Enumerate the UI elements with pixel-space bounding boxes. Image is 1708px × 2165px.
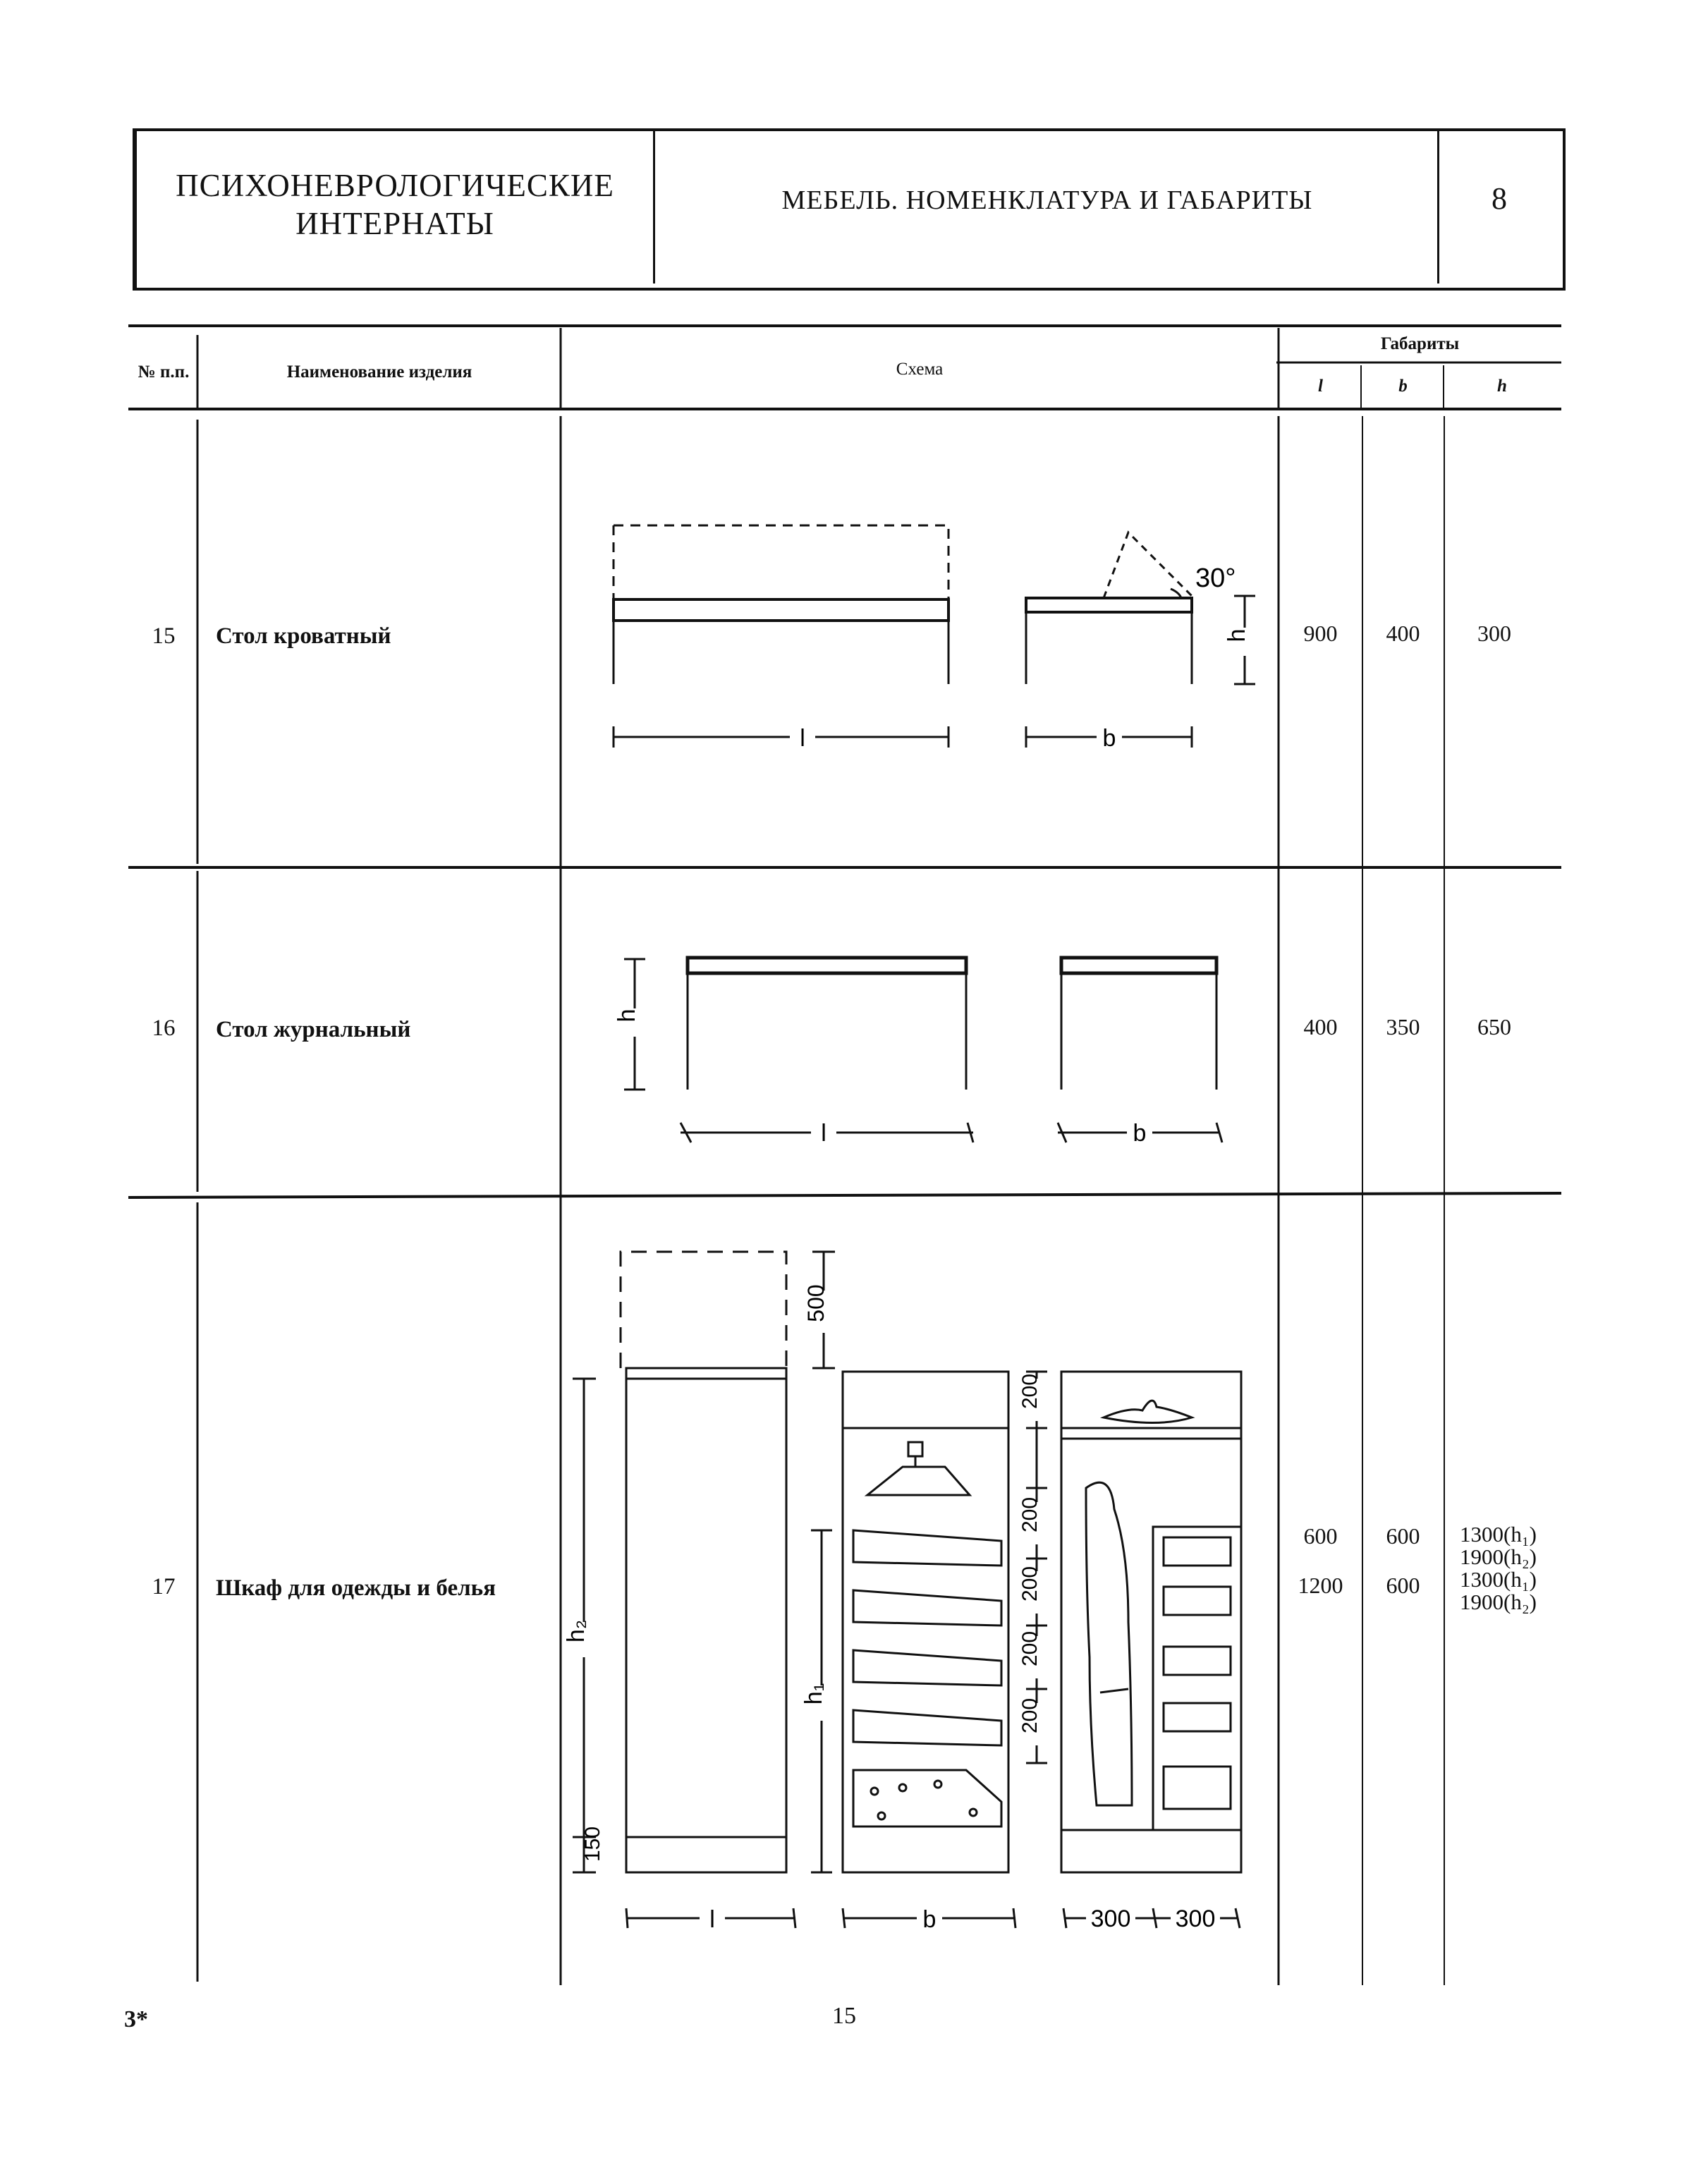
dim-150-label: 150: [581, 1826, 604, 1862]
row-17-l2: 1200: [1298, 1573, 1343, 1598]
dim-h2-label: h₂: [563, 1620, 590, 1642]
header-title: МЕБЕЛЬ. НОМЕНКЛАТУРА И ГАБАРИТЫ: [781, 185, 1313, 215]
signature-mark: 3*: [124, 2006, 148, 2032]
dim-h1-label: h₁: [800, 1683, 827, 1704]
header-box: [133, 128, 1566, 291]
row-17-name: Шкаф для одежды и белья: [216, 1575, 496, 1601]
row-17-h4: 1900(h₂): [1460, 1590, 1537, 1614]
dim-200-label: 200: [1018, 1698, 1042, 1733]
header-organization: ПСИХОНЕВРОЛОГИЧЕСКИЕ ИНТЕРНАТЫ: [141, 166, 649, 243]
header-col-b: b: [1398, 377, 1408, 396]
row-16-h: 650: [1477, 1014, 1511, 1039]
dim-l-label: l: [800, 725, 805, 752]
row-17-h1: 1300(h₁): [1460, 1522, 1537, 1547]
row-17-number: 17: [152, 1574, 176, 1599]
row-17-l1: 600: [1303, 1523, 1338, 1549]
dim-200-label: 200: [1018, 1374, 1042, 1409]
dim-200-label: 200: [1018, 1497, 1042, 1532]
header-col-dimensions: Габариты: [1380, 334, 1460, 353]
dim-h-label: h: [614, 1009, 640, 1023]
row-15-name: Стол кроватный: [216, 623, 391, 649]
dim-b-label: b: [1133, 1120, 1147, 1147]
row-17-b2: 600: [1386, 1573, 1420, 1598]
row-16-l: 400: [1303, 1014, 1338, 1039]
header-col-l: l: [1318, 377, 1323, 396]
header-col-scheme: Схема: [896, 360, 944, 379]
dim-l-label: l: [709, 1906, 715, 1933]
row-15-h: 300: [1477, 621, 1511, 646]
row-17-b1: 600: [1386, 1523, 1420, 1549]
row-17-h3: 1300(h₁): [1460, 1567, 1537, 1592]
angle-label: 30°: [1195, 563, 1236, 593]
dim-500-label: 500: [803, 1284, 829, 1322]
dim-200-label: 200: [1018, 1631, 1042, 1666]
row-16-name: Стол журнальный: [216, 1017, 411, 1042]
row-15-l: 900: [1303, 621, 1338, 646]
header-divider: [653, 131, 655, 283]
sheet-number: 8: [1492, 181, 1507, 216]
header-col-number: № п.п.: [138, 362, 190, 382]
row-16-b: 350: [1386, 1014, 1420, 1039]
dim-b-label: b: [923, 1906, 937, 1933]
row-17-h2: 1900(h₂): [1460, 1544, 1537, 1569]
row-15-b: 400: [1386, 621, 1420, 646]
row-15-number: 15: [152, 623, 176, 649]
header-divider: [1437, 131, 1439, 283]
dim-h-label: h: [1224, 629, 1250, 642]
dim-b-label: b: [1103, 725, 1116, 752]
dim-200-label: 200: [1018, 1566, 1042, 1602]
org-line-1: ПСИХОНЕВРОЛОГИЧЕСКИЕ: [176, 168, 614, 203]
dim-l-label: l: [821, 1120, 826, 1147]
dim-300-label: 300: [1176, 1905, 1216, 1932]
header-col-h: h: [1497, 377, 1507, 396]
row-17-h-values: 1300(h₁) 1900(h₂) 1300(h₁) 1900(h₂): [1460, 1523, 1537, 1614]
row-16-number: 16: [152, 1016, 176, 1041]
header-col-name: Наименование изделия: [286, 362, 472, 382]
page-number: 15: [832, 2003, 856, 2029]
org-line-2: ИНТЕРНАТЫ: [295, 206, 494, 241]
dim-300-label: 300: [1091, 1905, 1131, 1932]
